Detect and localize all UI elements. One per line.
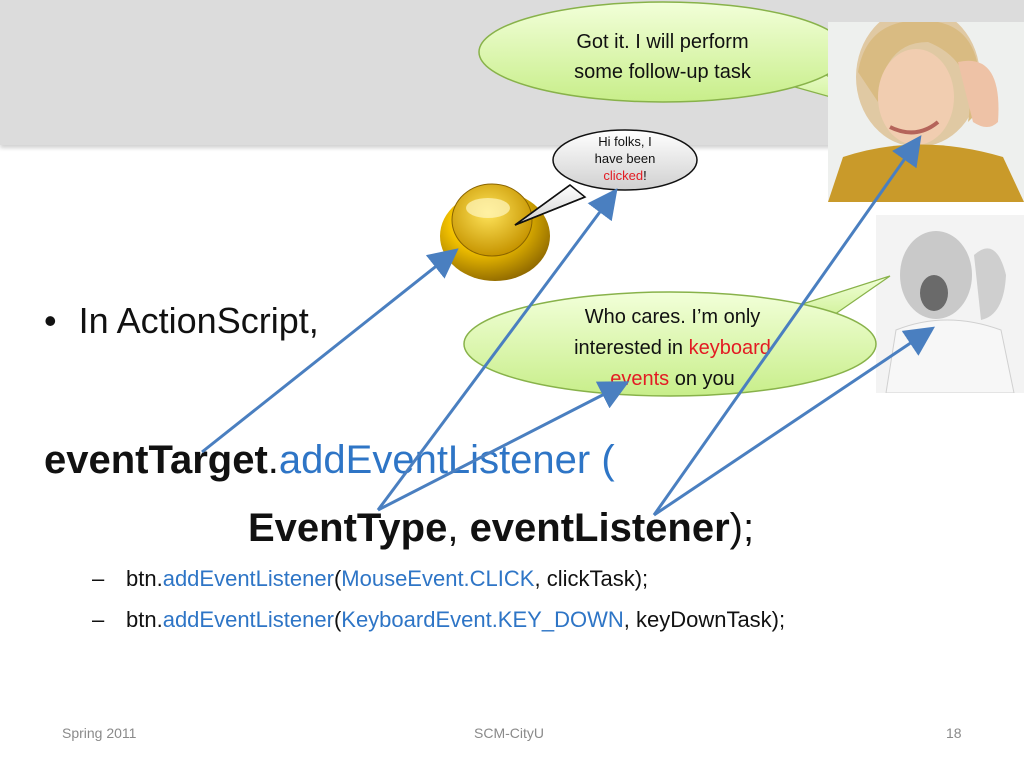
bullet-text: In ActionScript, <box>78 300 319 341</box>
arrow-listener-to-woman <box>652 135 922 516</box>
woman-illustration <box>828 22 1024 202</box>
arrow-type-to-man-bubble <box>377 381 630 512</box>
code-line-arguments: EventType, eventListener); <box>248 506 754 551</box>
footer-center: SCM-CityU <box>474 725 544 741</box>
event-type-word: EventType <box>248 506 448 550</box>
arrow-type-to-bubble <box>376 188 618 511</box>
open-paren: ( <box>590 438 615 482</box>
woman-bubble-line2: some follow-up task <box>574 61 751 83</box>
example-event: KeyboardEvent.KEY_DOWN <box>341 607 624 632</box>
example-line-1: –btn.addEventListener(MouseEvent.CLICK, … <box>92 566 648 592</box>
close-paren: ); <box>729 506 755 550</box>
woman-bubble-text: Got it. I will perform some follow-up ta… <box>520 27 805 87</box>
on-you: on you <box>669 368 735 390</box>
interested-in: interested in <box>574 337 689 359</box>
keyboard-word: keyboard <box>688 337 771 359</box>
man-bubble-line1: Who cares. I’m only <box>584 306 761 328</box>
example-open: ( <box>333 566 342 591</box>
bullet-item: • In ActionScript, <box>44 300 319 342</box>
arrow-target-to-button <box>201 248 459 454</box>
woman-listening-photo <box>828 22 1024 202</box>
code-line-signature: eventTarget.addEventListener ( <box>44 438 615 483</box>
man-speech-bubble <box>463 275 891 397</box>
dot: . <box>267 438 279 482</box>
add-event-listener-word: addEventListener <box>278 438 591 482</box>
dash-icon: – <box>92 566 105 591</box>
button-speech-bubble <box>514 129 698 226</box>
arrow-listener-to-man <box>653 326 935 517</box>
example-method: addEventListener <box>162 607 334 632</box>
example-event: MouseEvent.CLICK <box>341 566 535 591</box>
example-obj: btn. <box>126 566 163 591</box>
button-bubble-text: Hi folks, I have been clicked! <box>580 133 670 184</box>
button-bubble-line1: Hi folks, I <box>598 134 652 149</box>
yellow-push-button-icon <box>440 183 550 281</box>
example-rest: , clickTask); <box>534 566 649 591</box>
button-bubble-line2: have been <box>594 151 656 166</box>
bullet-dot-icon: • <box>44 300 57 341</box>
dash-icon: – <box>92 607 105 632</box>
footer-left: Spring 2011 <box>62 725 137 741</box>
arg-comma: , <box>447 506 470 550</box>
example-rest: , keyDownTask); <box>623 607 786 632</box>
example-obj: btn. <box>126 607 163 632</box>
man-bubble-line2: interested in keyboard <box>540 333 805 364</box>
example-line-2: –btn.addEventListener(KeyboardEvent.KEY_… <box>92 607 785 633</box>
button-bubble-line3: clicked! <box>580 167 670 184</box>
man-bubble-text: Who cares. I’m only interested in keyboa… <box>540 302 805 395</box>
clicked-word: clicked <box>603 168 644 183</box>
exclamation: ! <box>643 168 647 183</box>
page-number: 18 <box>946 725 962 741</box>
woman-bubble-line1: Got it. I will perform <box>576 31 749 53</box>
man-listening-photo <box>876 215 1024 393</box>
example-open: ( <box>333 607 342 632</box>
example-method: addEventListener <box>162 566 334 591</box>
event-target-word: eventTarget <box>44 438 268 482</box>
event-listener-word: eventListener <box>469 506 730 550</box>
